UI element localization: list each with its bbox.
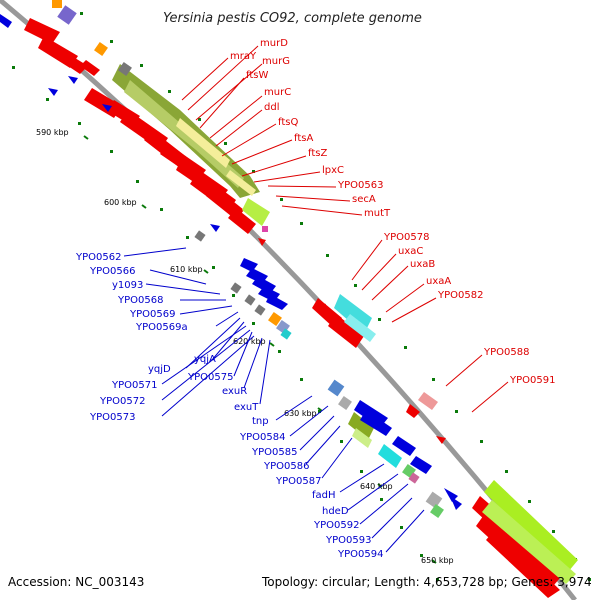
gene-label: exuT	[234, 402, 259, 413]
accession-text: Accession: NC_003143	[8, 575, 144, 589]
gene-label: YPO0572	[99, 396, 145, 407]
gene-label: mutT	[364, 208, 391, 219]
gene-label: YPO0566	[89, 266, 135, 277]
gene-label: YPO0585	[251, 447, 297, 458]
kbp-label: 640 kbp	[360, 482, 393, 491]
tick-dots-inner	[12, 66, 439, 581]
topology-text: Topology: circular; Length: 4,653,728 bp…	[261, 575, 592, 589]
gene-label: YPO0562	[75, 252, 121, 263]
gene-label: YPO0578	[383, 232, 429, 243]
tick-dots-outer	[80, 12, 591, 581]
kbp-label: 650 kbp	[421, 556, 454, 565]
blue-gene-labels: YPO0562 YPO0566 y1093 YPO0568 YPO0569 YP…	[75, 252, 383, 560]
gene-label: ftsA	[294, 133, 313, 144]
gene-label: YPO0587	[275, 476, 321, 487]
gene-label: YPO0571	[111, 380, 157, 391]
gene-label: secA	[352, 194, 376, 205]
kbp-labels: 590 kbp 600 kbp 610 kbp 620 kbp 630 kbp …	[36, 128, 454, 565]
gene-label: YPO0563	[337, 180, 383, 191]
gene-label: YPO0568	[117, 295, 163, 306]
red-gene-labels: murD mraY murG ftsW murC ddl ftsQ ftsA f…	[230, 38, 555, 386]
gene-label: YPO0588	[483, 347, 529, 358]
gene-label: YPO0594	[337, 549, 383, 560]
gene-label: y1093	[112, 280, 143, 291]
gene-label: tnp	[252, 416, 269, 427]
gene-label: ftsW	[246, 70, 268, 81]
kbp-label: 600 kbp	[104, 198, 137, 207]
gene-label: YPO0573	[89, 412, 135, 423]
gene-label: uxaA	[426, 276, 451, 287]
misc-features	[52, 0, 444, 518]
gene-label: lpxC	[322, 165, 344, 176]
red-callouts	[181, 45, 509, 413]
forward-genes	[24, 18, 560, 598]
gene-label: mraY	[230, 51, 257, 62]
gene-label: ftsZ	[308, 148, 327, 159]
kbp-label: 610 kbp	[170, 265, 203, 274]
blue-callouts	[123, 247, 425, 553]
gene-label: YPO0584	[239, 432, 285, 443]
gene-label: yqjD	[148, 364, 171, 375]
gene-label: murD	[260, 38, 288, 49]
gene-label: YPO0569a	[135, 322, 188, 333]
rrna-features	[112, 64, 578, 584]
gene-label: yqjA	[194, 354, 216, 365]
gene-label: exuR	[222, 386, 247, 397]
gene-label: YPO0575	[187, 372, 233, 383]
gene-label: YPO0593	[325, 535, 371, 546]
genome-title: Yersinia pestis CO92, complete genome	[163, 11, 422, 26]
kbp-label: 620 kbp	[233, 337, 266, 346]
gene-label: YPO0586	[263, 461, 309, 472]
kbp-ticks	[83, 135, 437, 564]
gene-label: YPO0582	[437, 290, 483, 301]
gene-label: ddl	[264, 102, 279, 113]
gene-label: YPO0592	[313, 520, 359, 531]
gene-label: fadH	[312, 490, 336, 501]
gene-label: murC	[264, 87, 291, 98]
gene-label: uxaC	[398, 246, 423, 257]
kbp-label: 630 kbp	[284, 409, 317, 418]
gene-label: YPO0591	[509, 375, 555, 386]
reverse-genes	[0, 14, 462, 510]
gene-label: ftsQ	[278, 117, 298, 128]
kbp-label: 590 kbp	[36, 128, 69, 137]
gene-label: uxaB	[410, 259, 435, 270]
gene-label: YPO0569	[129, 309, 175, 320]
gene-label: hdeD	[322, 506, 349, 517]
gene-label: murG	[262, 56, 290, 67]
